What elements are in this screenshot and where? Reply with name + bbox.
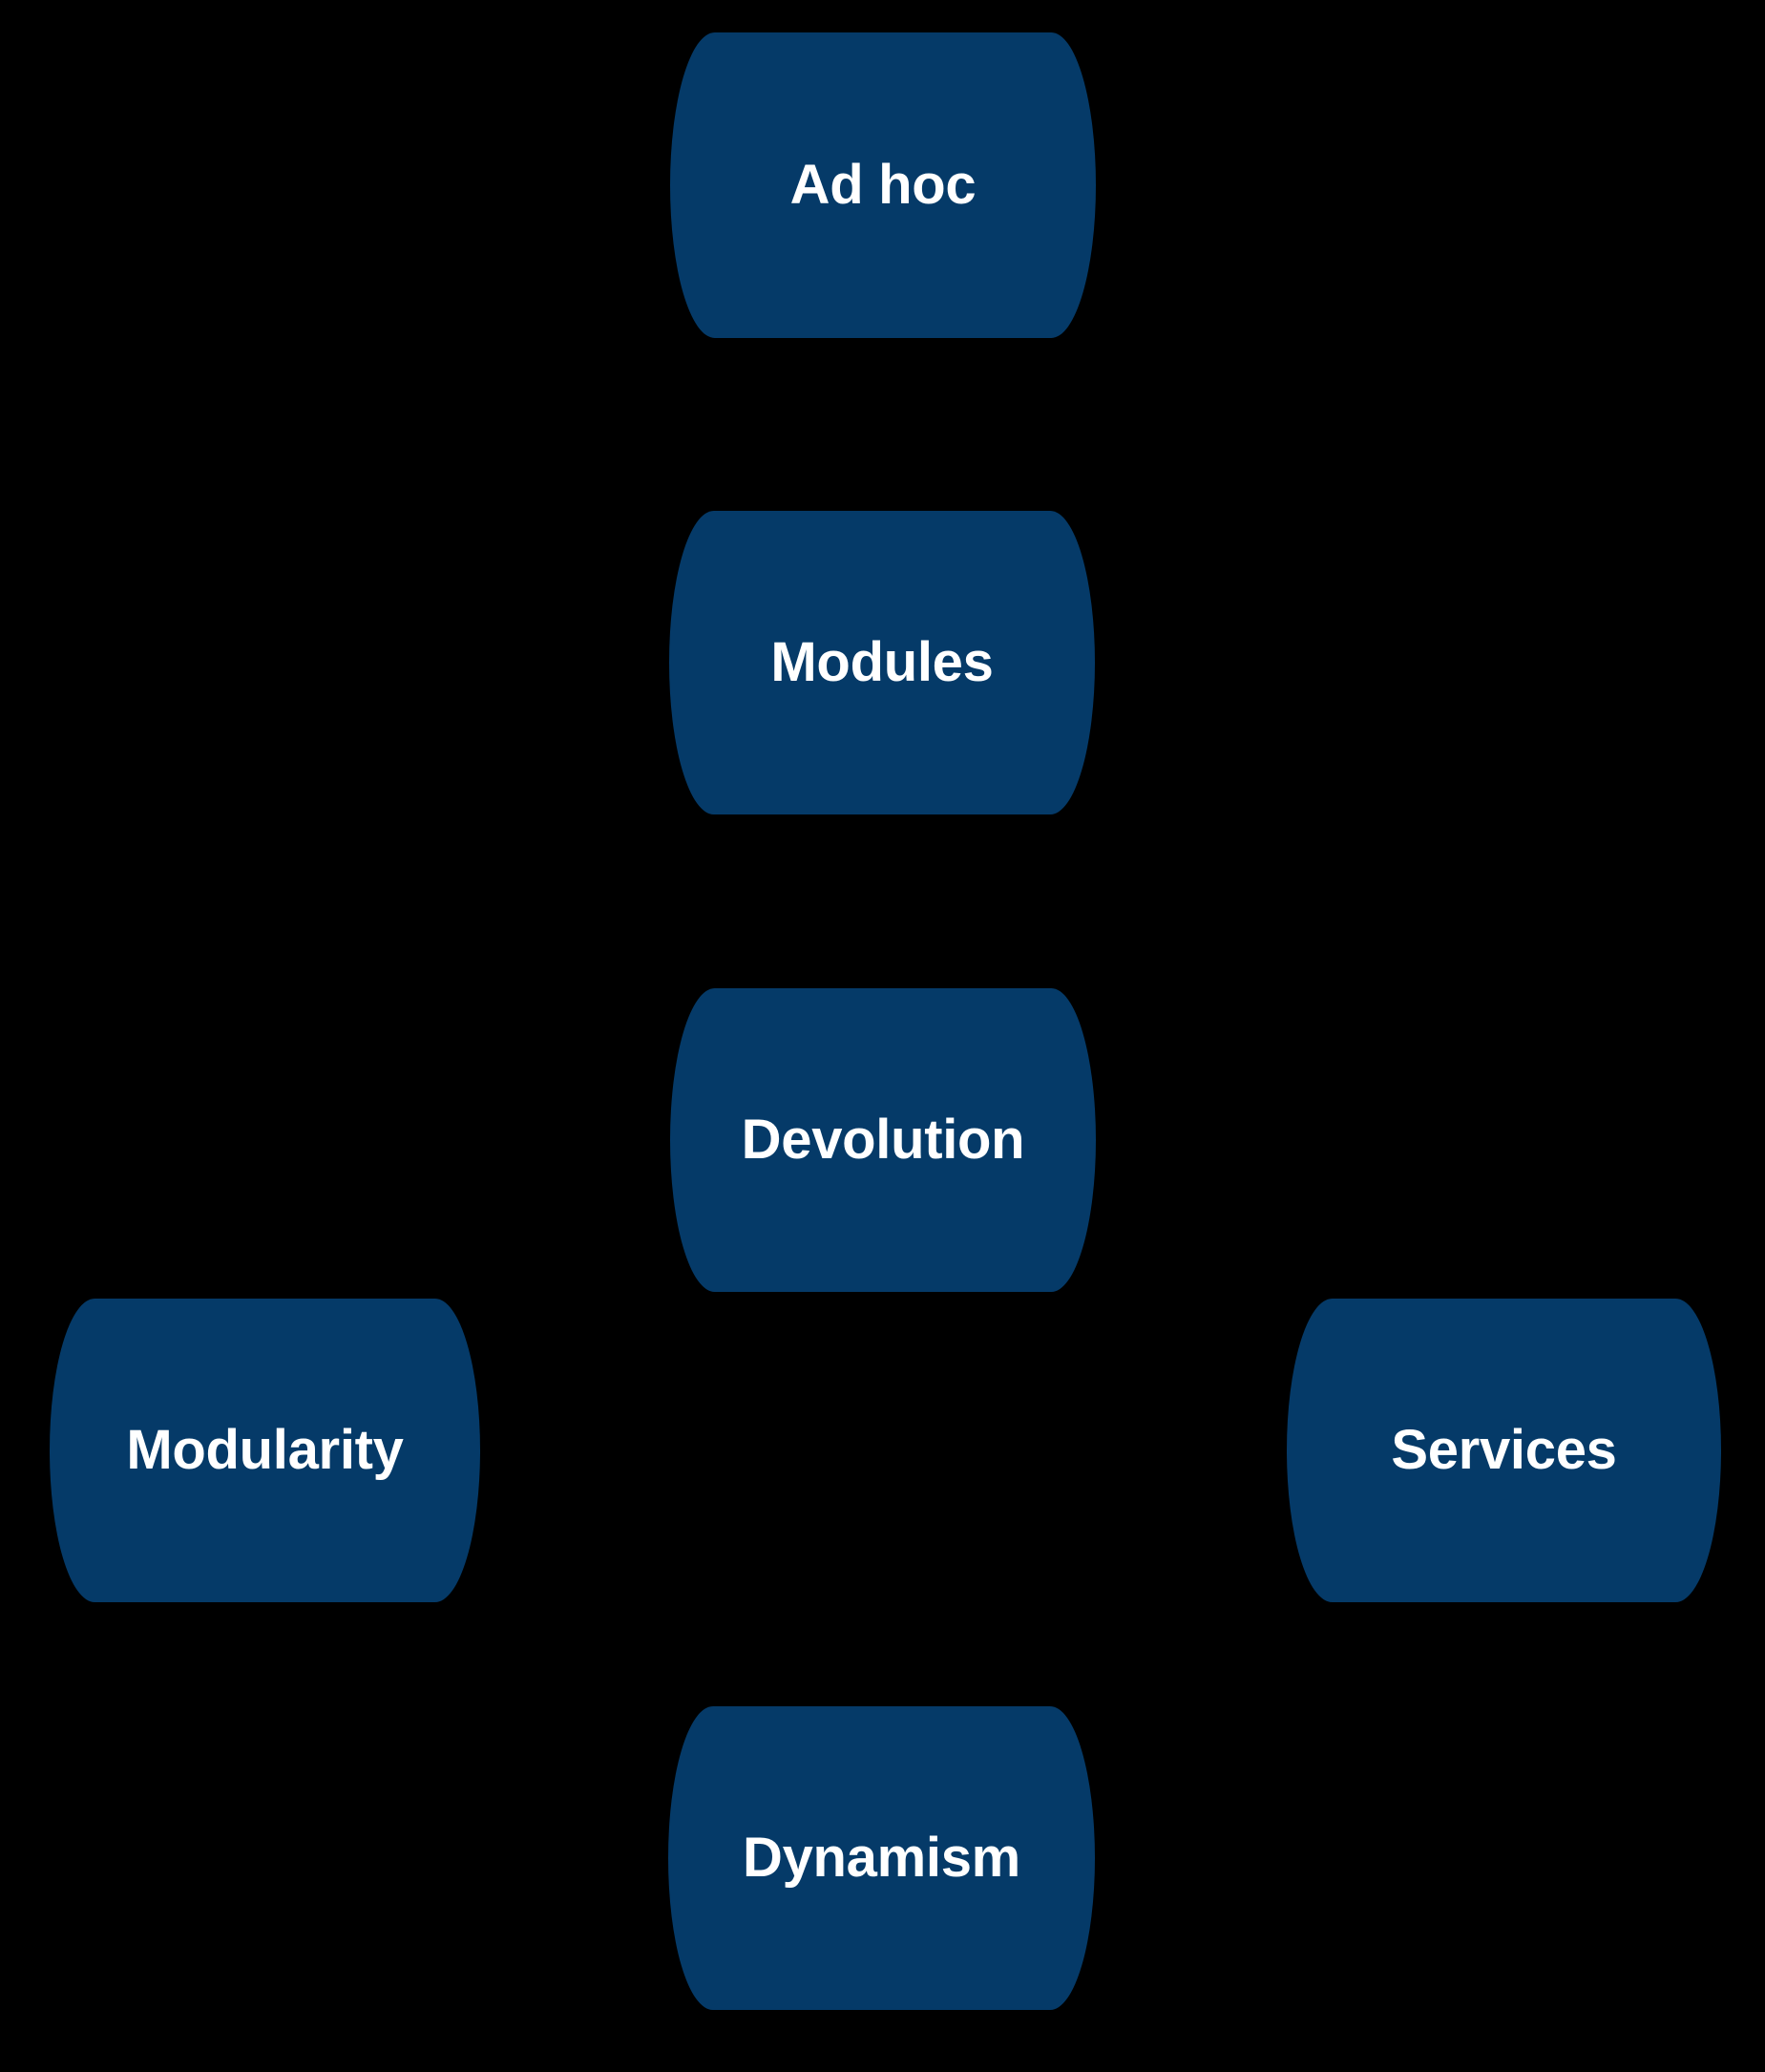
diagram-node-modules[interactable]: Modules [669, 511, 1095, 814]
diagram-node-label: Ad hoc [789, 153, 977, 216]
diagram-node-label: Modularity [126, 1418, 404, 1481]
diagram-node-services[interactable]: Services [1287, 1299, 1721, 1602]
diagram-node-label: Modules [770, 630, 994, 693]
diagram-node-label: Dynamism [743, 1826, 1020, 1889]
diagram-node-ad-hoc[interactable]: Ad hoc [670, 32, 1096, 338]
diagram-node-devolution[interactable]: Devolution [670, 988, 1096, 1292]
diagram-node-label: Devolution [741, 1108, 1025, 1171]
diagram-node-label: Services [1391, 1418, 1617, 1481]
diagram-node-dynamism[interactable]: Dynamism [668, 1706, 1095, 2010]
diagram-node-modularity[interactable]: Modularity [50, 1299, 480, 1602]
